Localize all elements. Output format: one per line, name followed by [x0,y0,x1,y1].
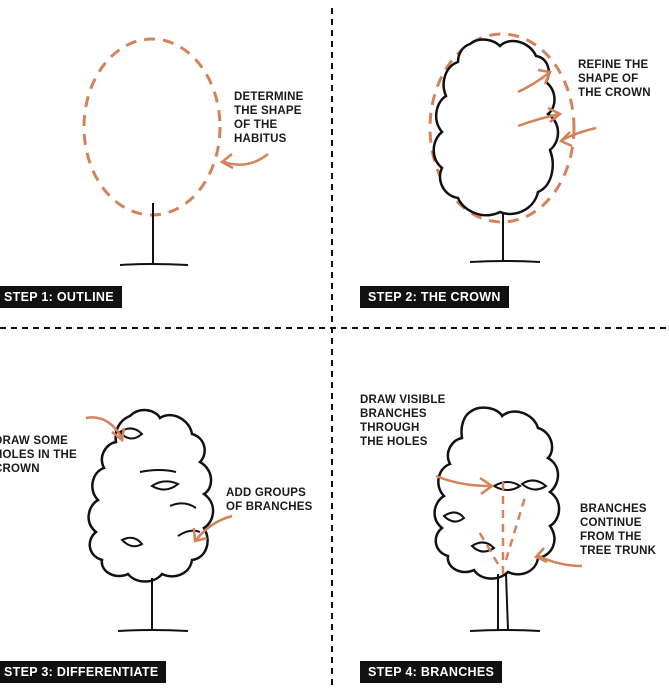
arrow-head [111,427,126,443]
note-draw-holes: DRAW SOME HOLES IN THE CROWN [0,435,77,475]
note-refine-crown: REFINE THE SHAPE OF THE CROWN [578,59,651,99]
arrow-holes [435,474,491,488]
ground-line [469,629,541,632]
crown-hole [169,502,197,509]
arrow-habitus [223,153,269,166]
panel-1-drawing [82,37,269,266]
arrow-refine [517,112,561,128]
step-3-label: STEP 3: DIFFERENTIATE [0,661,167,683]
branch-group-line [139,469,177,473]
note-add-branches: ADD GROUPS OF BRANCHES [226,487,313,513]
arrow-head [219,153,234,170]
arrow-head [192,527,208,543]
step-4-label: STEP 4: BRANCHES [360,661,503,683]
arrow-head [558,131,573,148]
arrow-holes [85,416,124,439]
crown-outline [87,408,215,583]
panel-2-drawing [428,32,597,263]
arrow-trunk [537,554,583,568]
crown-hole [120,536,144,548]
tree-trunk [497,573,509,631]
arrow-head [547,106,563,123]
arrow-branches [195,514,233,541]
arrow-head [479,476,495,496]
crown-hole [150,480,180,491]
crown-hole [470,541,496,553]
habitus-outline [82,37,222,217]
crown-outline [433,406,561,580]
note-determine-shape: DETERMINE THE SHAPE OF THE HABITUS [234,91,304,145]
crown-hole [118,427,144,440]
visible-branch [504,493,528,561]
crown-outline [432,38,560,217]
note-visible-branches: DRAW VISIBLE BRANCHES THROUGH THE HOLES [360,394,446,448]
ground-line [117,629,189,632]
panel-4-drawing [433,406,583,632]
branch-group-line [177,529,201,537]
arrow-refine [517,71,551,94]
ground-line [469,260,541,263]
ground-line [119,263,189,266]
step-1-label: STEP 1: OUTLINE [0,286,122,308]
crown-hole [520,479,548,491]
visible-branch [476,529,500,565]
crown-hole [442,511,466,523]
habitus-outline [428,32,576,224]
panel-3-drawing [85,408,233,632]
arrow-head [537,68,552,85]
step-2-label: STEP 2: THE CROWN [360,286,509,308]
note-branches-continue: BRANCHES CONTINUE FROM THE TREE TRUNK [580,503,657,557]
arrow-head [533,547,548,564]
